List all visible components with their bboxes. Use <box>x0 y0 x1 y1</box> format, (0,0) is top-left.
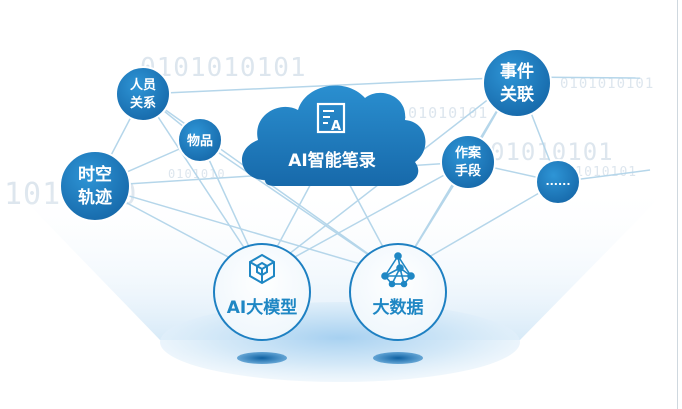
hub-ai-model: AI大模型 <box>213 243 311 364</box>
binary-text: 0101010101 <box>140 53 307 83</box>
network-icon <box>381 252 415 288</box>
node-label: 时空 <box>78 164 112 185</box>
node-event: 事件 关联 <box>482 48 552 118</box>
cloud-label: AI智能笔录 <box>288 150 375 171</box>
node-spacetime: 时空 轨迹 <box>59 150 131 222</box>
binary-text: 0101010101 <box>388 104 488 122</box>
binary-text: 0101010101 <box>560 76 654 92</box>
node-label: 轨迹 <box>78 187 112 208</box>
cube-icon <box>249 253 275 285</box>
node-label: 事件 <box>500 61 534 82</box>
node-label: 关联 <box>500 84 534 105</box>
hub-label: AI大模型 <box>227 297 297 318</box>
hub-big-data: 大数据 <box>349 243 447 364</box>
hub-shadow <box>237 352 287 364</box>
hub-shadow <box>373 352 423 364</box>
node-person: 人员 关系 <box>115 66 171 122</box>
light-beam <box>10 185 672 340</box>
node-label: 作案 <box>455 145 482 161</box>
node-label: 人员 <box>130 77 156 93</box>
node-goods: 物品 <box>177 117 223 163</box>
cloud-shape <box>241 85 426 186</box>
node-more: ...... <box>535 159 581 205</box>
svg-text:A: A <box>331 119 341 134</box>
node-label: 关系 <box>130 95 156 111</box>
document-ai-icon: A <box>316 102 346 134</box>
frame-edge <box>677 0 678 409</box>
node-label: ...... <box>545 175 570 188</box>
hub-label: 大数据 <box>373 297 424 318</box>
node-label: 物品 <box>187 133 213 149</box>
node-label: 手段 <box>455 163 481 179</box>
platform-base <box>160 302 520 382</box>
node-method: 作案 手段 <box>440 134 496 190</box>
cloud-node: A AI智能笔录 <box>241 85 426 186</box>
